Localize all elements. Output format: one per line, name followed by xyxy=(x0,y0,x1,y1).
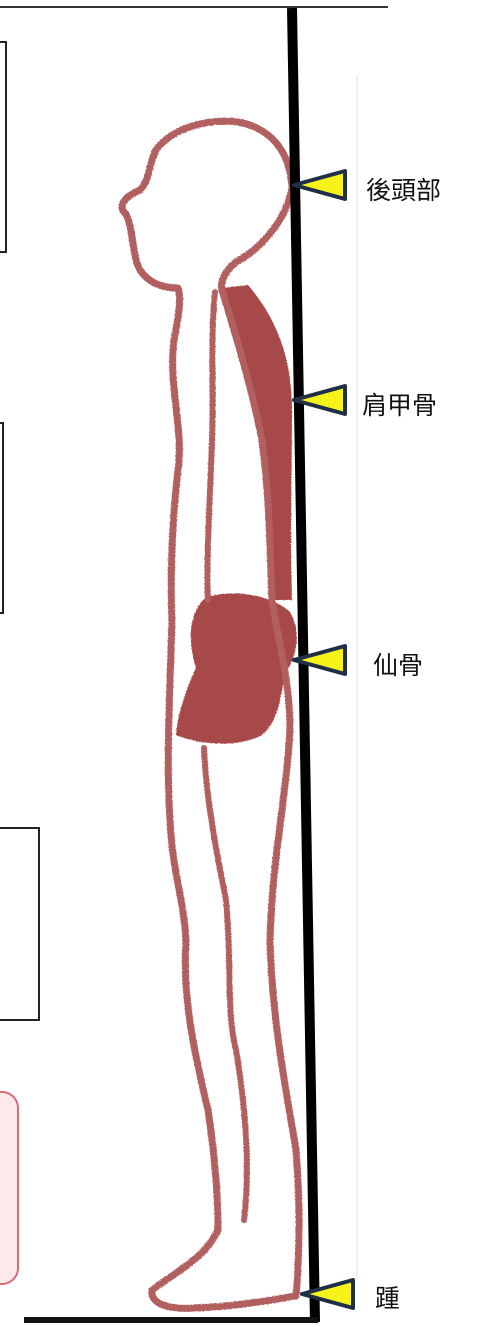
callout-box xyxy=(0,1092,18,1284)
body-silhouette xyxy=(122,121,299,1308)
note-box-2 xyxy=(0,423,3,613)
note-box-3 xyxy=(0,828,39,1020)
label-occiput: 後頭部 xyxy=(366,178,441,203)
label-sacrum: 仙骨 xyxy=(373,653,423,678)
pelvis-shading xyxy=(176,593,297,743)
label-scapula: 肩甲骨 xyxy=(362,393,437,418)
label-heel: 踵 xyxy=(375,1286,400,1311)
pointer-occiput xyxy=(294,171,345,199)
body-outline-inner xyxy=(204,292,247,1220)
note-box-1 xyxy=(0,42,6,252)
